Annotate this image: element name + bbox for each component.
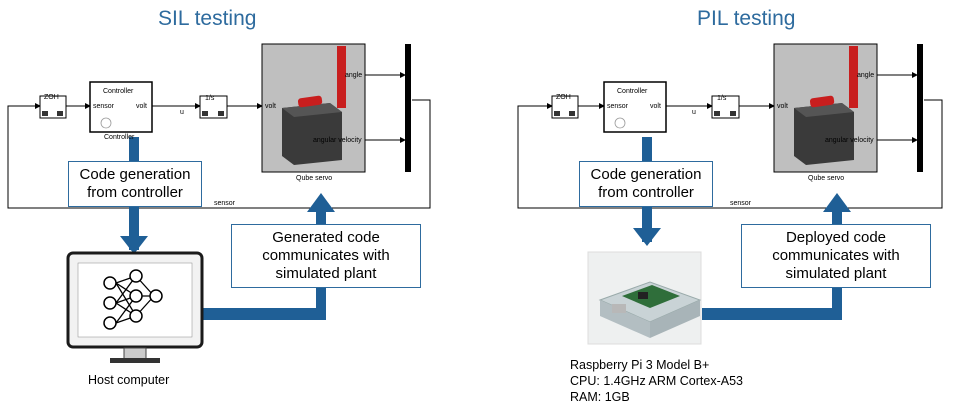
pil-zoh-label: ZOH bbox=[556, 94, 571, 101]
sil-controller-block bbox=[89, 81, 153, 133]
host-computer-label: Host computer bbox=[88, 373, 170, 387]
pil-tf-label: 1/s bbox=[717, 95, 727, 102]
sil-code-generation-callout: Code generation from controller bbox=[68, 161, 202, 207]
callout-line: from controller bbox=[87, 184, 183, 201]
sil-zoh-label: ZOH bbox=[44, 94, 59, 101]
callout-line: simulated plant bbox=[785, 265, 887, 282]
raspberry-pi-specs: Raspberry Pi 3 Model B+ CPU: 1.4GHz ARM … bbox=[570, 357, 743, 405]
sil-simulink-model bbox=[7, 43, 431, 363]
board-label-line: CPU: 1.4GHz ARM Cortex-A53 bbox=[570, 374, 743, 388]
sil-controller-caption: Controller bbox=[104, 134, 135, 141]
callout-line: communicates with bbox=[772, 247, 900, 264]
pil-controller-in-port: sensor bbox=[607, 103, 629, 110]
pil-feedback-label: sensor bbox=[730, 200, 752, 207]
pil-plant-out1: angle bbox=[857, 72, 875, 79]
sil-signal-u: u bbox=[180, 109, 184, 116]
callout-line: Generated code bbox=[272, 229, 380, 246]
callout-line: Code generation bbox=[590, 166, 702, 183]
sil-generated-code-callout: Generated code communicates with simulat… bbox=[231, 224, 421, 288]
callout-line: from controller bbox=[598, 184, 694, 201]
sil-feedback-label: sensor bbox=[214, 200, 236, 207]
pil-controller-block-title: Controller bbox=[617, 88, 648, 95]
sil-plant-out2: angular velocity bbox=[313, 137, 362, 144]
sil-controller-block-title: Controller bbox=[103, 88, 134, 95]
sil-plant-in: volt bbox=[265, 103, 276, 110]
callout-line: simulated plant bbox=[275, 265, 377, 282]
pil-plant-caption: Qube servo bbox=[808, 175, 845, 182]
pil-plant-in: volt bbox=[777, 103, 788, 110]
callout-line: communicates with bbox=[262, 247, 390, 264]
pil-title: PIL testing bbox=[697, 7, 796, 30]
board-label-line: Raspberry Pi 3 Model B+ bbox=[570, 358, 710, 372]
sil-title: SIL testing bbox=[158, 7, 257, 30]
pil-mux-bar bbox=[917, 44, 923, 172]
pil-plant-out2: angular velocity bbox=[825, 137, 874, 144]
pil-controller-out-port: volt bbox=[650, 103, 661, 110]
pil-deployed-code-callout: Deployed code communicates with simulate… bbox=[741, 224, 931, 288]
pil-signal-u: u bbox=[692, 109, 696, 116]
sil-plant-caption: Qube servo bbox=[296, 175, 333, 182]
sil-controller-out-port: volt bbox=[136, 103, 147, 110]
raspberry-pi-photo bbox=[587, 251, 702, 345]
pil-controller-block bbox=[603, 81, 667, 133]
callout-line: Code generation bbox=[79, 166, 191, 183]
host-computer-icon bbox=[66, 251, 204, 363]
sil-plant-out1: angle bbox=[345, 72, 363, 79]
sil-mux-bar bbox=[405, 44, 411, 172]
callout-line: Deployed code bbox=[785, 229, 887, 246]
board-label-line: RAM: 1GB bbox=[570, 390, 630, 404]
pil-code-generation-callout: Code generation from controller bbox=[579, 161, 713, 207]
sil-tf-label: 1/s bbox=[205, 95, 215, 102]
sil-controller-in-port: sensor bbox=[93, 103, 115, 110]
